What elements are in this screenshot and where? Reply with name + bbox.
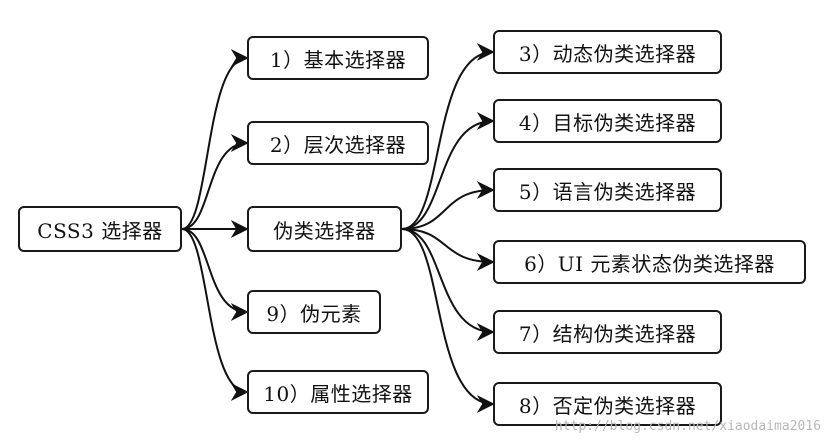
- node-ui-state-pseudo-class: 6）UI 元素状态伪类选择器: [493, 240, 806, 284]
- edge-root-to-hierarchy: [181, 134, 249, 230]
- node-css3-selectors: CSS3 选择器: [18, 206, 182, 252]
- node-structural-pseudo-class: 7）结构伪类选择器: [493, 310, 722, 354]
- edge-root-to-attribute: [181, 228, 249, 401]
- edge-root-to-basic: [181, 49, 249, 230]
- edge-root-to-pseudo-element: [181, 228, 249, 321]
- edge-pseudo-to-target: [401, 112, 495, 230]
- node-negation-pseudo-class: 8）否定伪类选择器: [493, 382, 722, 426]
- node-basic-selectors: 1）基本选择器: [247, 36, 429, 80]
- node-attribute-selectors: 10）属性选择器: [247, 370, 429, 414]
- node-pseudo-elements: 9）伪元素: [247, 290, 381, 334]
- node-language-pseudo-class: 5）语言伪类选择器: [493, 168, 722, 212]
- watermark-text: http://blog.csdn.net/xiaodaima2016: [554, 419, 821, 434]
- edge-pseudo-to-structural: [401, 228, 495, 341]
- edge-pseudo-to-language: [401, 181, 495, 230]
- edge-pseudo-to-negation: [401, 228, 495, 413]
- edge-pseudo-to-ui-state: [401, 228, 495, 271]
- node-dynamic-pseudo-class: 3）动态伪类选择器: [493, 30, 722, 74]
- edge-pseudo-to-dynamic: [401, 43, 495, 230]
- node-target-pseudo-class: 4）目标伪类选择器: [493, 99, 722, 143]
- node-hierarchy-selectors: 2）层次选择器: [247, 121, 429, 165]
- node-pseudo-class-selectors: 伪类选择器: [247, 206, 402, 252]
